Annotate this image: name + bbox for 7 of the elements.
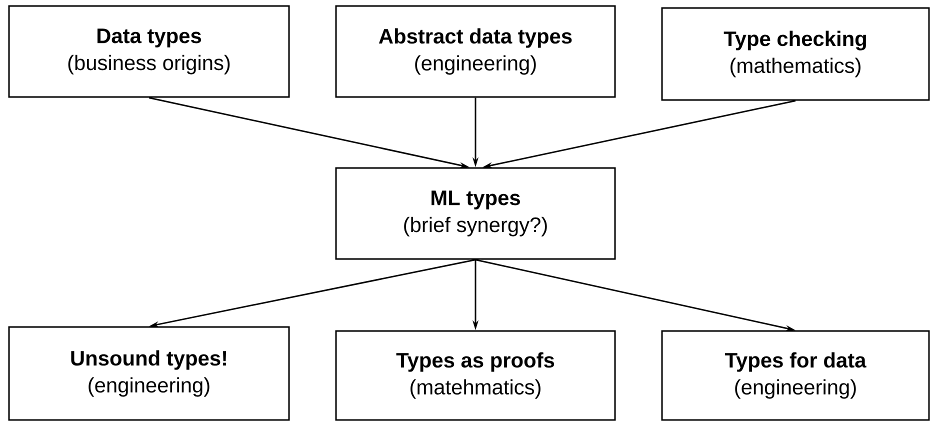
process-box: Types for data (engineering) — [661, 330, 930, 421]
process-box: Unsound types! (engineering) — [8, 326, 290, 421]
process-box: Type checking (mathematics) — [661, 7, 930, 101]
process-box: ML types (brief synergy?) — [335, 167, 616, 260]
process-box: Data types (business origins) — [8, 5, 290, 98]
process-box: Types as proofs (matehmatics) — [335, 330, 616, 421]
process-box: Abstract data types (engineering) — [335, 5, 616, 98]
